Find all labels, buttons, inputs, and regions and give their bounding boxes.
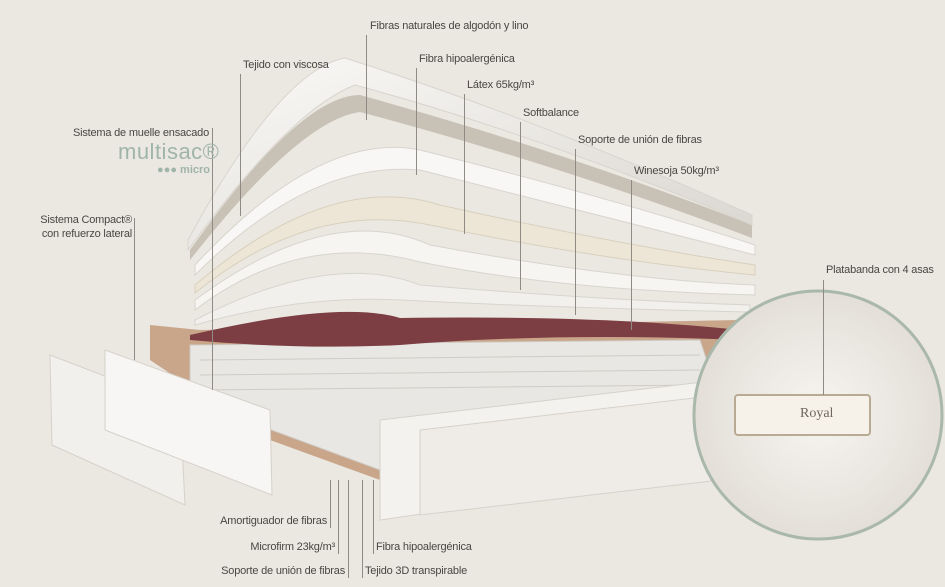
handle-label bbox=[734, 394, 871, 436]
logo-sub: ●●● micro bbox=[157, 164, 210, 176]
layer-viscose-fabric bbox=[187, 57, 753, 252]
label-border: Platabanda con 4 asas bbox=[826, 264, 934, 276]
label-fiber-cushion: Amortiguador de fibras bbox=[220, 515, 327, 527]
logo-brand: multisac® bbox=[118, 139, 220, 164]
leader-line bbox=[366, 35, 367, 120]
leader-line bbox=[416, 68, 417, 175]
layer-joining-support bbox=[194, 272, 751, 326]
label-bottom-joining-support: Soporte de unión de fibras bbox=[221, 565, 345, 577]
leader-line bbox=[338, 480, 339, 554]
leader-line bbox=[330, 480, 331, 528]
leader-line bbox=[575, 149, 576, 315]
leader-line bbox=[823, 280, 824, 395]
label-natural-fibers: Fibras naturales de algodón y lino bbox=[370, 20, 529, 32]
layer-latex bbox=[194, 196, 756, 295]
label-softbalance: Softbalance bbox=[523, 107, 579, 119]
label-winesoja: Winesoja 50kg/m³ bbox=[634, 165, 719, 177]
layer-hypoallergenic bbox=[194, 146, 756, 277]
layer-winesoja bbox=[190, 311, 740, 347]
label-fiber-joining-support: Soporte de unión de fibras bbox=[578, 134, 702, 146]
leader-line bbox=[520, 122, 521, 290]
side-compact-block bbox=[104, 349, 273, 496]
label-3d-fabric: Tejido 3D transpirable bbox=[365, 565, 467, 577]
label-compact-line2: con refuerzo lateral bbox=[41, 228, 132, 240]
leader-line bbox=[240, 74, 241, 216]
leader-line bbox=[134, 218, 135, 360]
leader-line bbox=[631, 180, 632, 330]
label-compact-line1: Sistema Compact® bbox=[40, 214, 132, 226]
label-pocket-spring: Sistema de muelle ensacado bbox=[72, 127, 209, 139]
handle-royal-text: Royal bbox=[800, 406, 834, 421]
spring-core-lines bbox=[199, 354, 701, 391]
leader-line bbox=[348, 480, 349, 578]
label-microfirm: Microfirm 23kg/m³ bbox=[250, 541, 335, 553]
leader-line bbox=[464, 94, 465, 234]
label-latex: Látex 65kg/m³ bbox=[467, 79, 535, 91]
label-viscose-fabric: Tejido con viscosa bbox=[243, 59, 329, 71]
layer-natural-fibers bbox=[190, 95, 752, 260]
leader-line bbox=[373, 480, 374, 554]
layer-softbalance bbox=[194, 230, 756, 312]
label-hypoallergenic-fiber: Fibra hipoalergénica bbox=[419, 53, 515, 65]
leader-line bbox=[362, 480, 363, 578]
leader-line bbox=[212, 128, 213, 390]
multisac-logo: multisac® ●●● micro bbox=[118, 139, 220, 177]
label-bottom-hypoallergenic: Fibra hipoalergénica bbox=[376, 541, 472, 553]
